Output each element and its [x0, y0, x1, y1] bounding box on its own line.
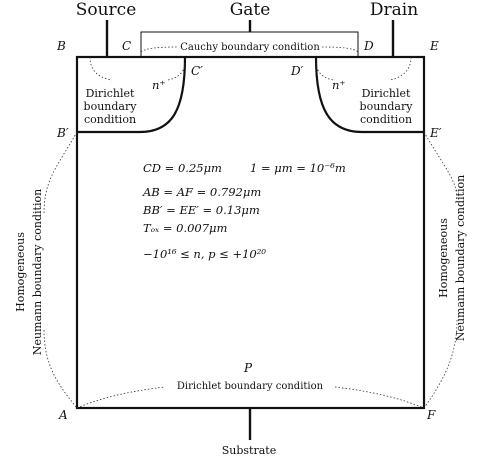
left-side-leader-top: [43, 131, 78, 216]
param-ab-af: AB = AF = 0.792μm: [142, 185, 261, 199]
corner-c-prime: C′: [191, 64, 203, 78]
param-tox: Tₒₓ = 0.007μm: [143, 221, 228, 235]
param-bb-ee: BB′ = EE′ = 0.13μm: [142, 203, 260, 217]
param-cd: CD = 0.25μm: [143, 161, 222, 175]
left-neumann-group-2: Neumann boundary condition: [31, 189, 44, 355]
left-cprime-leader: [167, 61, 186, 81]
param-unit: 1 = μm = 10⁻⁶m: [250, 161, 346, 175]
right-side-leader-top: [423, 131, 458, 201]
right-neumann-group-2: Neumann boundary condition: [454, 175, 467, 341]
substrate-label: Substrate: [222, 444, 276, 457]
right-dirichlet-line-2: boundary: [360, 100, 414, 113]
corner-b-prime: B′: [56, 126, 69, 140]
point-p: P: [243, 361, 253, 375]
corner-f: F: [426, 408, 436, 422]
left-contact-leader: [89, 56, 113, 81]
left-neumann-group: Homogeneous: [14, 232, 27, 312]
right-dirichlet-line-3: condition: [360, 113, 412, 126]
param-doping-range: −10¹⁶ ≤ n, p ≤ +10²⁰: [143, 247, 266, 261]
gate-label: Gate: [230, 0, 271, 20]
right-doping-label: n⁺: [332, 78, 345, 92]
right-contact-leader: [389, 56, 412, 81]
corner-e: E: [429, 39, 439, 53]
gate-leader-right: [321, 46, 359, 53]
corner-d: D: [363, 39, 374, 53]
right-homogeneous-label: Homogeneous: [437, 218, 450, 298]
corner-e-prime: E′: [429, 126, 442, 140]
left-doping-label: n⁺: [152, 78, 165, 92]
left-homogeneous-label: Homogeneous: [14, 232, 27, 312]
bottom-dirichlet-bc-label: Dirichlet boundary condition: [177, 381, 324, 392]
source-label: Source: [76, 0, 137, 20]
left-side-leader-bottom: [43, 329, 78, 409]
gate-leader-left: [140, 46, 179, 53]
corner-a: A: [58, 408, 68, 422]
left-dirichlet-line-3: condition: [84, 113, 136, 126]
left-n-plus-region: [77, 56, 187, 134]
bottom-leader-right: [334, 386, 425, 409]
right-dirichlet-line-1: Dirichlet: [362, 87, 411, 100]
left-neumann-label: Neumann boundary condition: [31, 189, 44, 355]
right-side-leader-bottom: [423, 319, 458, 409]
drain-label: Drain: [370, 0, 418, 20]
bottom-leader-left: [76, 386, 166, 409]
right-dprime-leader: [315, 61, 334, 81]
cauchy-bc-label: Cauchy boundary condition: [180, 42, 320, 53]
right-neumann-group: Homogeneous: [437, 218, 450, 298]
left-dirichlet-line-1: Dirichlet: [86, 87, 135, 100]
corner-c: C: [122, 39, 131, 53]
left-dirichlet-line-2: boundary: [84, 100, 138, 113]
corner-d-prime: D′: [290, 64, 304, 78]
corner-b: B: [56, 39, 66, 53]
right-neumann-label: Neumann boundary condition: [454, 175, 467, 341]
right-n-plus-region: [314, 56, 424, 134]
